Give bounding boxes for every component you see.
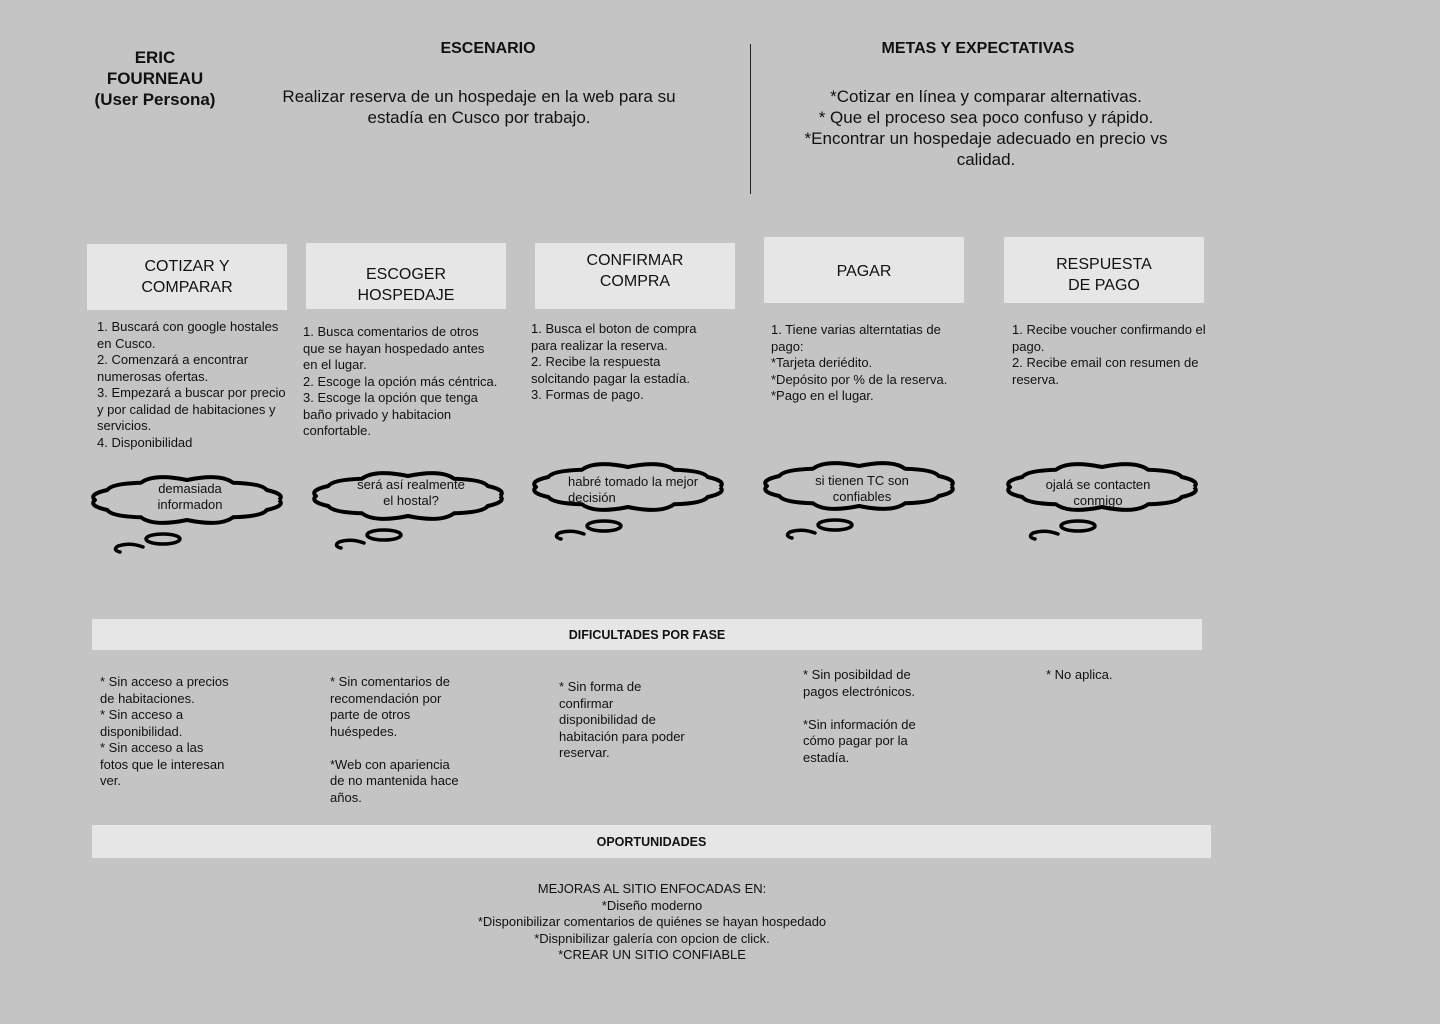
thought-text: habré tomado la mejor decisión — [568, 474, 699, 505]
difficulty-pagar: * Sin posibildad de pagos electrónicos. … — [803, 667, 916, 765]
thought-cloud-respuesta: ojalá se contacten conmigo — [1005, 459, 1205, 549]
thought-cloud-cotizar: demasiada informadon — [90, 472, 290, 562]
header-divider — [750, 44, 751, 194]
opportunities-text: MEJORAS AL SITIO ENFOCADAS EN: *Diseño m… — [477, 881, 827, 962]
difficulty-respuesta: * No aplica. — [1046, 667, 1113, 682]
thought-cloud-icon — [1006, 462, 1198, 541]
thought-text: si tienen TC son confiables — [815, 473, 909, 504]
thought-text: será así realmente el hostal? — [357, 477, 465, 508]
thought-bubble-large — [816, 518, 854, 532]
difficulty-escoger: * Sin comentarios de recomendación por p… — [330, 674, 459, 805]
phase-header-respuesta: RESPUESTA DE PAGO — [1004, 237, 1204, 303]
thought-bubble-small — [113, 542, 145, 554]
phase-steps-pagar: 1. Tiene varias alterntatias de pago: *T… — [771, 322, 948, 403]
phase-header-pagar: PAGAR — [764, 237, 964, 303]
difficulty-confirmar: * Sin forma de confirmar disponibilidad … — [559, 679, 685, 760]
cloud-outline — [91, 475, 283, 525]
difficulty-cotizar: * Sin acceso a precios de habitaciones. … — [100, 674, 229, 788]
cloud-outline — [312, 471, 504, 521]
phase-header-confirmar: CONFIRMAR COMPRA — [535, 243, 735, 309]
thought-cloud-pagar: si tienen TC son confiables — [762, 458, 962, 548]
thought-cloud-icon — [763, 461, 955, 540]
thought-cloud-escoger: será así realmente el hostal? — [311, 468, 511, 558]
thought-bubble-small — [334, 538, 366, 550]
phase-header-escoger: ESCOGER HOSPEDAJE — [306, 243, 506, 309]
thought-bubble-large — [365, 528, 403, 542]
cloud-outline — [1006, 462, 1198, 512]
scenario-text: Realizar reserva de un hospedaje en la w… — [282, 87, 676, 127]
scenario-title: ESCENARIO — [440, 40, 536, 57]
thought-cloud-confirmar: habré tomado la mejor decisión — [531, 459, 731, 549]
phase-steps-escoger: 1. Busca comentarios de otros que se hay… — [303, 324, 498, 438]
thought-bubble-small — [1028, 529, 1060, 541]
thought-bubble-large — [1059, 519, 1097, 533]
cloud-outline — [763, 461, 955, 511]
cloud-outline — [532, 462, 724, 512]
phase-steps-confirmar: 1. Busca el boton de compra para realiza… — [531, 321, 697, 402]
difficulties-title: DIFICULTADES POR FASE — [92, 619, 1202, 650]
thought-bubble-small — [785, 528, 817, 540]
thought-cloud-icon — [532, 462, 724, 541]
thought-text: demasiada informadon — [157, 481, 223, 512]
thought-bubble-large — [585, 519, 623, 533]
thought-bubble-large — [144, 532, 182, 546]
thought-bubble-small — [554, 529, 586, 541]
thought-text: ojalá se contacten conmigo — [1045, 477, 1151, 508]
thought-cloud-icon — [91, 475, 283, 554]
phase-steps-respuesta: 1. Recibe voucher confirmando el pago. 2… — [1012, 322, 1206, 387]
opportunities-title: OPORTUNIDADES — [92, 825, 1211, 858]
goals-title: METAS Y EXPECTATIVAS — [881, 40, 1075, 57]
phase-steps-cotizar: 1. Buscará con google hostales en Cusco.… — [97, 319, 286, 450]
persona-name: ERIC FOURNEAU (User Persona) — [94, 48, 216, 109]
thought-cloud-icon — [312, 471, 504, 550]
goals-text: *Cotizar en línea y comparar alternativa… — [804, 87, 1168, 169]
phase-header-cotizar: COTIZAR Y COMPARAR — [87, 244, 287, 310]
